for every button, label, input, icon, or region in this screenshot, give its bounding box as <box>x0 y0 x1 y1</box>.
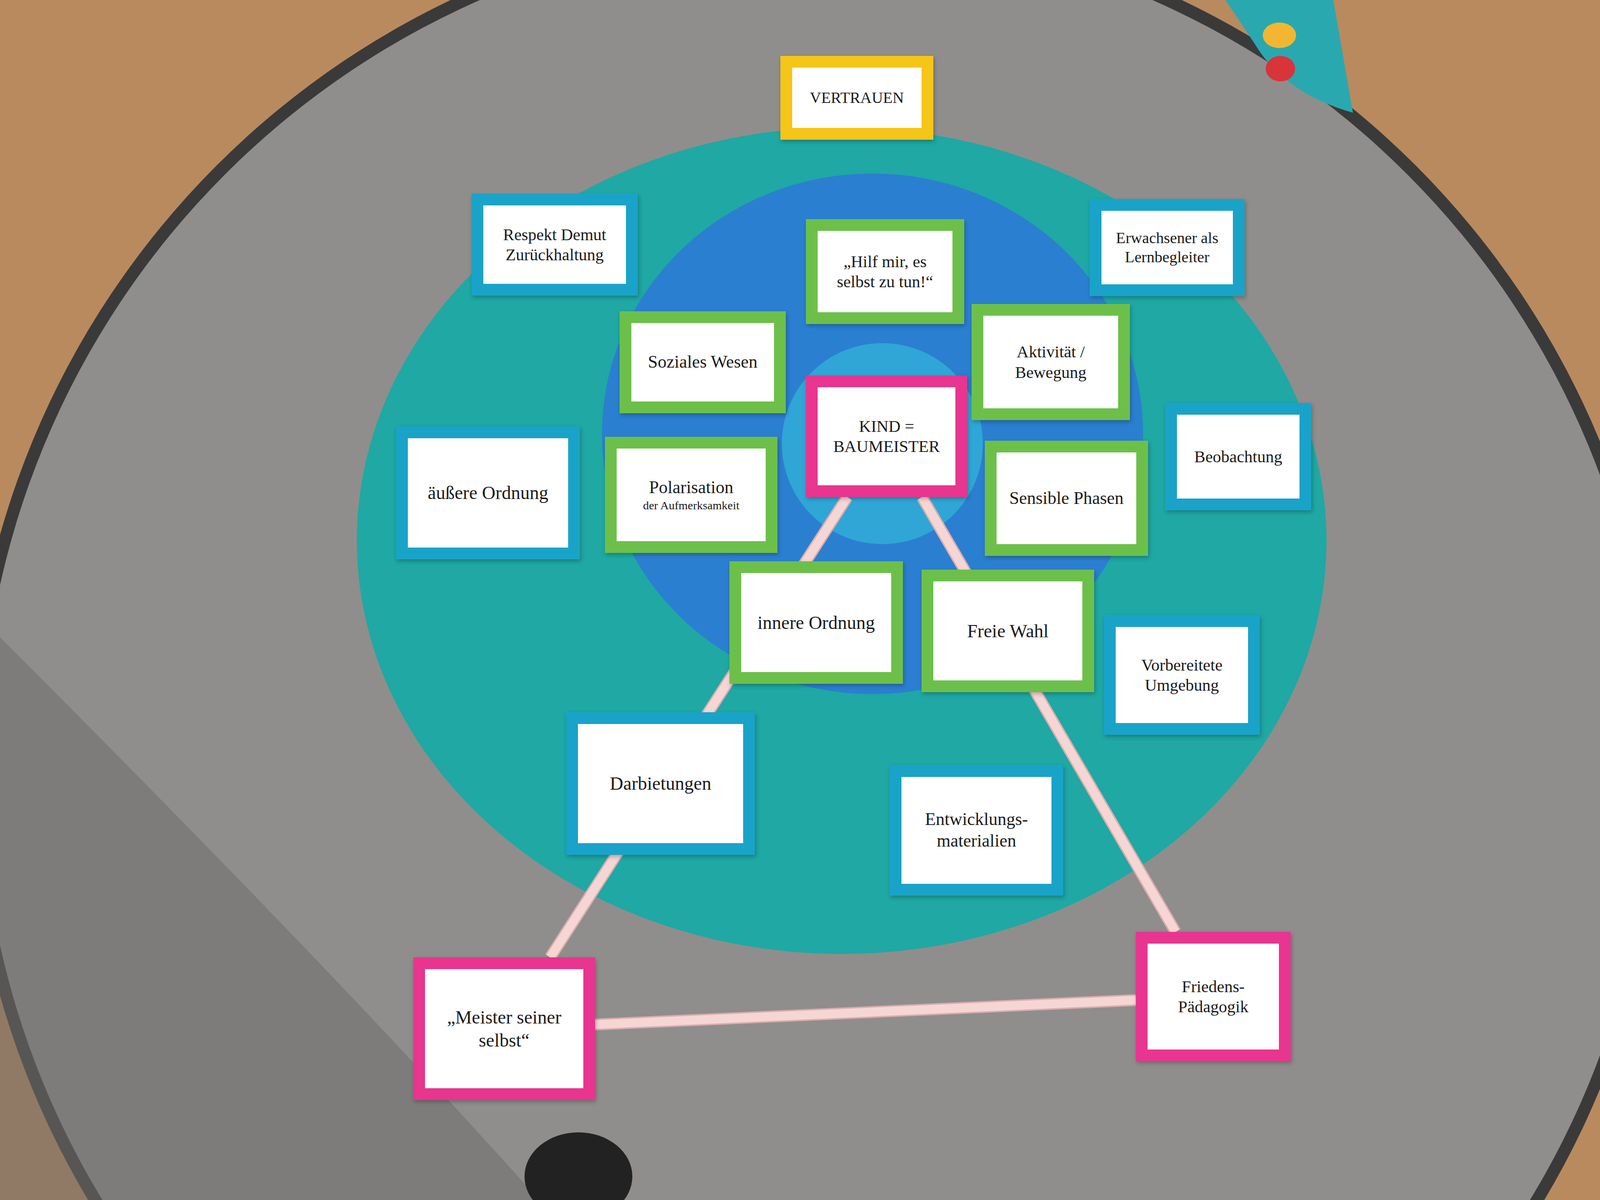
concept-card: Aktivität / Bewegung <box>971 303 1130 421</box>
concept-card: Freie Wahl <box>921 569 1095 693</box>
outer-circle <box>356 127 1327 954</box>
card-text: Darbietungen <box>584 772 737 795</box>
card-text: Beobachtung <box>1183 446 1293 467</box>
card-text: Erwachsener als Lernbegleiter <box>1108 228 1226 267</box>
concept-card: „Hilf mir, es selbst zu tun!“ <box>805 219 965 325</box>
concept-card: Vorbereitete Umgebung <box>1103 615 1260 735</box>
card-text: VERTRAUEN <box>799 88 915 108</box>
card-text: Entwicklungs- materialien <box>908 808 1045 852</box>
concept-card: Polarisationder Aufmerksamkeit <box>604 436 778 553</box>
card-text: „Meister seiner selbst“ <box>431 1005 577 1052</box>
card-text: Respekt Demut Zurückhaltung <box>490 224 620 266</box>
concept-card: KIND = BAUMEISTER <box>805 375 968 498</box>
card-text: Vorbereitete Umgebung <box>1122 654 1242 696</box>
shoe <box>524 1132 633 1200</box>
concept-card: Beobachtung <box>1165 402 1312 511</box>
card-text: äußere Ordnung <box>414 481 562 504</box>
card-text: Freie Wahl <box>940 619 1076 643</box>
toy-dot <box>1262 22 1297 49</box>
concept-card: Friedens- Pädagogik <box>1135 931 1291 1062</box>
ribbon <box>595 1000 1136 1025</box>
concept-card: Sensible Phasen <box>984 440 1149 556</box>
card-subtext: der Aufmerksamkeit <box>623 498 759 513</box>
concept-card: Soziales Wesen <box>619 311 786 414</box>
concept-card: äußere Ordnung <box>396 426 580 560</box>
concept-card: „Meister seiner selbst“ <box>413 957 596 1100</box>
concept-card: VERTRAUEN <box>780 55 934 140</box>
card-text: innere Ordnung <box>748 611 885 634</box>
ribbon-edge <box>595 1000 1136 1025</box>
concept-card: Entwicklungs- materialien <box>889 765 1064 896</box>
card-text: Aktivität / Bewegung <box>990 341 1112 383</box>
concept-card: Respekt Demut Zurückhaltung <box>471 193 638 296</box>
card-text: KIND = BAUMEISTER <box>824 416 949 457</box>
concept-card: innere Ordnung <box>729 561 903 684</box>
concept-card: Darbietungen <box>566 712 755 855</box>
card-text: Friedens- Pädagogik <box>1154 976 1273 1018</box>
inner-circle <box>781 343 983 545</box>
card-text: Soziales Wesen <box>638 351 768 374</box>
middle-circle <box>601 173 1144 695</box>
card-text: Sensible Phasen <box>1003 487 1130 510</box>
card-text: Polarisation <box>623 476 759 499</box>
concept-card: Erwachsener als Lernbegleiter <box>1089 199 1245 297</box>
toy-cloth <box>1225 0 1353 113</box>
toy-dot <box>1265 55 1296 82</box>
card-text: „Hilf mir, es selbst zu tun!“ <box>824 251 946 293</box>
ribbon-connector <box>595 1000 1136 1025</box>
